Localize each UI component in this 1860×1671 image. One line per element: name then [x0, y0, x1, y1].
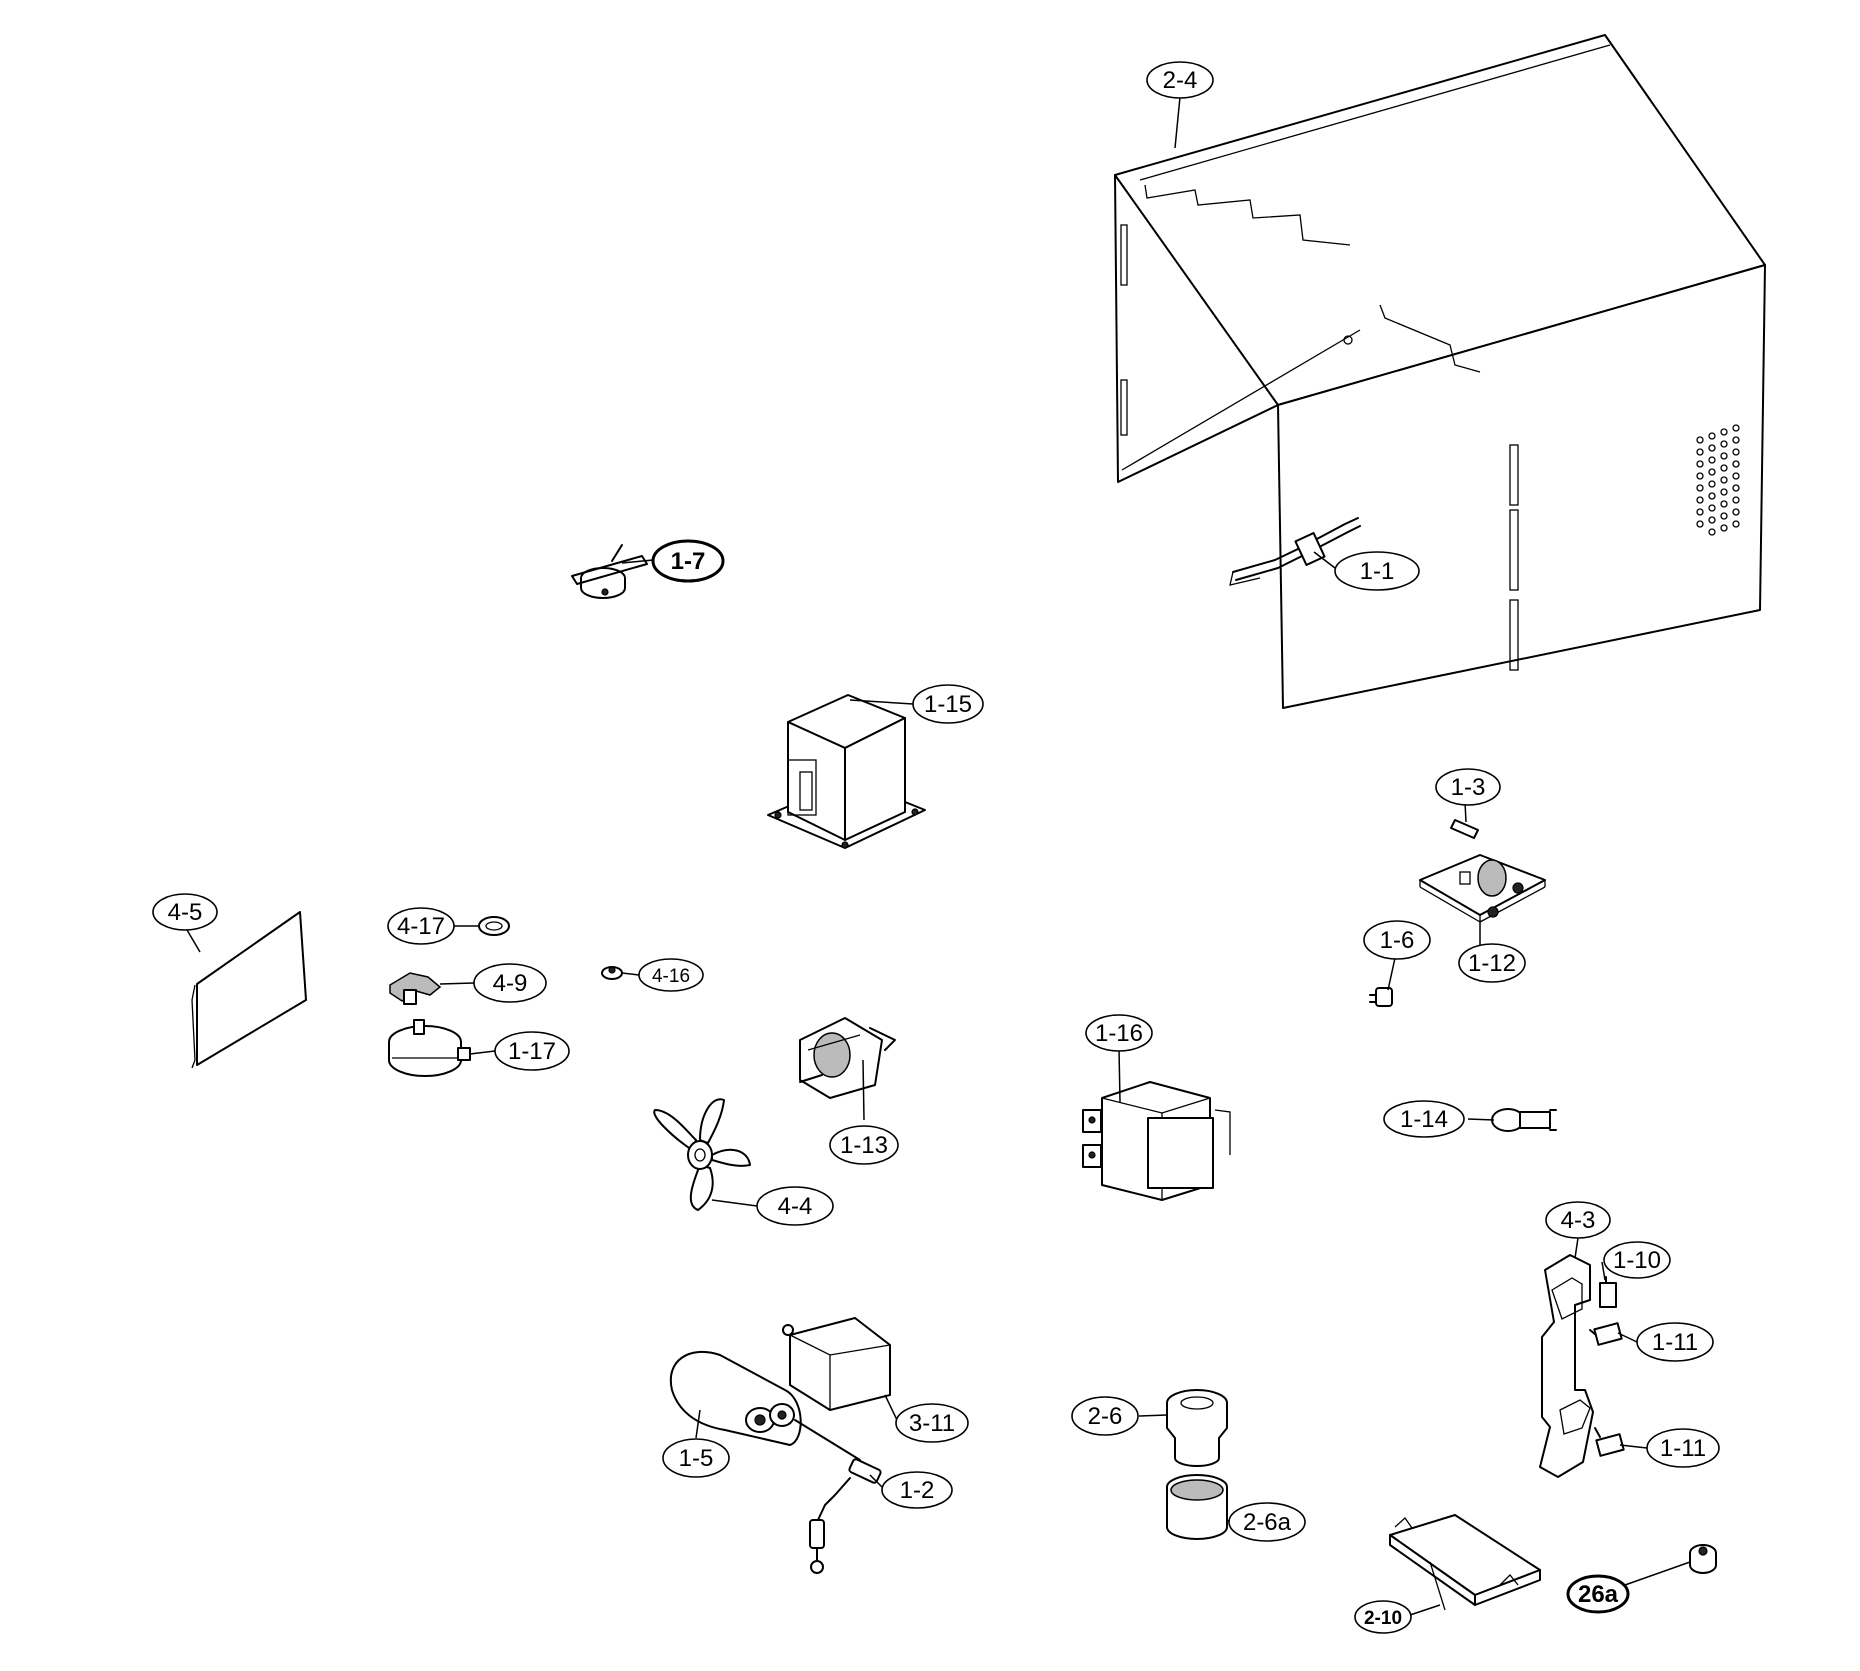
thermostat-part — [571, 544, 648, 599]
fan-blade-part — [653, 1098, 751, 1211]
callout-2-10: 2-10 — [1354, 1600, 1412, 1634]
callout-1-14: 1-14 — [1383, 1100, 1465, 1138]
callout-1-10: 1-10 — [1603, 1241, 1671, 1279]
callout-1-11-lower: 1-11 — [1646, 1428, 1720, 1468]
callout-label: 1-14 — [1400, 1106, 1448, 1133]
callout-label: 4-16 — [652, 966, 690, 987]
callout-label: 1-12 — [1468, 950, 1516, 977]
magnetron-part — [1082, 1081, 1231, 1201]
callout-label: 2-6a — [1243, 1509, 1292, 1536]
callout-label: 1-15 — [924, 691, 972, 718]
capacitor-holder-part — [782, 1317, 891, 1411]
callout-label: 1-2 — [900, 1477, 935, 1504]
turntable-motor-part — [388, 1019, 471, 1077]
callout-1-2: 1-2 — [881, 1471, 953, 1509]
callout-label: 4-5 — [168, 899, 203, 926]
callout-4-4: 4-4 — [756, 1186, 834, 1226]
callout-label: 2-10 — [1364, 1608, 1402, 1629]
callout-label: 1-11 — [1660, 1435, 1706, 1462]
callout-1-6: 1-6 — [1363, 920, 1431, 960]
callout-1-3: 1-3 — [1435, 768, 1501, 806]
callout-4-3: 4-3 — [1545, 1201, 1611, 1239]
callout-26a: 26a — [1566, 1574, 1630, 1614]
roller-guide-part — [1166, 1474, 1228, 1540]
door-switch-1-10-part — [1599, 1276, 1617, 1308]
callout-1-13: 1-13 — [829, 1125, 899, 1165]
door-switch-1-11-lower-part — [1594, 1427, 1625, 1457]
base-plate-part — [1389, 1514, 1541, 1611]
callout-4-17: 4-17 — [387, 907, 455, 945]
high-voltage-diode-part — [809, 1458, 882, 1574]
door-switch-1-11-upper-part — [1589, 1322, 1623, 1346]
callout-label: 1-3 — [1451, 774, 1486, 801]
callout-1-7: 1-7 — [651, 539, 725, 583]
ring-part — [478, 916, 510, 936]
callout-3-11: 3-11 — [895, 1403, 969, 1443]
callout-label: 1-11 — [1652, 1329, 1698, 1356]
outer-cabinet-part — [1114, 34, 1766, 709]
fuse-part — [1450, 819, 1479, 839]
vent-holes — [1696, 424, 1740, 536]
callout-label: 1-5 — [679, 1445, 714, 1472]
callout-label: 2-6 — [1088, 1403, 1123, 1430]
callout-2-6: 2-6 — [1071, 1396, 1139, 1436]
callout-label: 4-3 — [1561, 1207, 1596, 1234]
callout-1-5: 1-5 — [662, 1438, 730, 1478]
roller-ring-part — [1166, 1389, 1228, 1467]
callout-1-11-upper: 1-11 — [1636, 1322, 1714, 1362]
nut-part — [601, 966, 623, 980]
callout-label: 3-11 — [909, 1410, 955, 1437]
callout-4-5: 4-5 — [152, 893, 218, 931]
callout-label: 2-4 — [1163, 67, 1198, 94]
waveguide-cover-part — [191, 911, 307, 1069]
callout-4-9: 4-9 — [473, 963, 547, 1003]
callout-1-16: 1-16 — [1085, 1014, 1153, 1052]
callout-label: 4-17 — [397, 913, 445, 940]
noise-filter-part — [1491, 1108, 1557, 1132]
callout-2-6a: 2-6a — [1228, 1502, 1306, 1542]
callout-1-15: 1-15 — [912, 684, 984, 724]
lamp-socket-part — [1369, 987, 1393, 1007]
callout-4-16: 4-16 — [638, 958, 704, 992]
control-board-part — [1419, 854, 1546, 923]
callout-label: 1-10 — [1613, 1247, 1661, 1274]
fan-motor-part — [799, 1017, 896, 1099]
callout-label: 1-16 — [1095, 1020, 1143, 1047]
callout-label: 1-17 — [508, 1038, 556, 1065]
callout-label: 1-6 — [1380, 927, 1415, 954]
high-voltage-capacitor-part — [669, 1350, 861, 1461]
callout-label: 4-4 — [778, 1193, 813, 1220]
callout-1-12: 1-12 — [1458, 943, 1526, 983]
callout-label: 1-7 — [671, 548, 706, 575]
leader-lines — [186, 96, 1691, 1616]
callout-label: 26a — [1578, 1581, 1619, 1608]
callout-label: 1-1 — [1360, 558, 1395, 585]
power-cord-part — [1229, 517, 1361, 586]
high-voltage-transformer-part — [767, 694, 926, 849]
callout-1-17: 1-17 — [494, 1031, 570, 1071]
coupler-part — [389, 972, 442, 1005]
callout-label: 1-13 — [840, 1132, 888, 1159]
callout-1-1: 1-1 — [1334, 551, 1420, 591]
callout-2-4: 2-4 — [1146, 61, 1214, 99]
callout-label: 4-9 — [493, 970, 528, 997]
latch-bracket-part — [1539, 1254, 1594, 1478]
foot-part — [1689, 1544, 1717, 1574]
